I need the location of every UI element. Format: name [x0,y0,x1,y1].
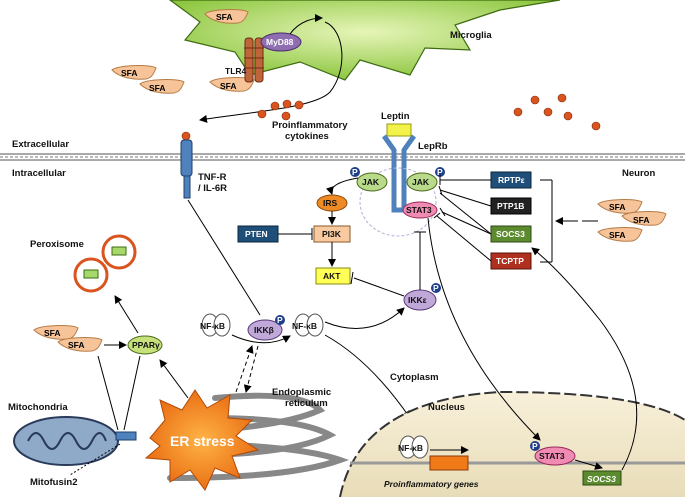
svg-text:PI3K: PI3K [322,229,342,239]
cell-membrane [0,153,685,161]
pten: PTEN [237,225,279,243]
sfa-molecule: SFA [111,65,157,80]
svg-text:SFA: SFA [633,215,650,225]
tnf-receptor: TNF-R / IL-6R [180,139,227,199]
sfa-molecule: SFA [597,199,643,214]
regulator-inhibitions [433,175,492,262]
jak-right: JAK P [406,167,445,192]
svg-text:SFA: SFA [609,202,626,212]
svg-text:NF-κB: NF-κB [200,321,225,331]
svg-text:P: P [352,167,358,177]
tlr4-receptor: TLR4 [225,37,264,83]
proinflammatory-genes: Proinflammatory genes [384,455,479,489]
sfa-molecule: SFA [139,79,185,94]
er-label-1: Endoplasmic [272,387,331,398]
sfa-molecule: SFA [209,77,255,92]
mitofusin2-label: Mitofusin2 [30,477,78,488]
tcptp: TCPTP [490,252,532,270]
svg-text:TNF-R: TNF-R [198,172,227,183]
svg-text:Leptin: Leptin [381,111,410,122]
svg-text:IRS: IRS [323,198,338,208]
myd88: MyD88 [260,32,302,52]
ptp1b: PTP1B [490,197,532,215]
nfkb-right: NF-κB [292,313,324,337]
svg-text:P: P [532,441,538,451]
svg-text:SFA: SFA [220,81,237,91]
svg-text:LepRb: LepRb [418,141,448,152]
svg-text:STAT3: STAT3 [539,451,565,461]
leprb-receptor: LepRb [381,134,448,213]
cytoplasm-label: Cytoplasm [390,372,439,383]
mitofusin2 [115,431,137,441]
svg-text:SOCS3: SOCS3 [496,229,525,239]
nfkb-nucleus: NF-κB [398,435,429,459]
extracellular-label: Extracellular [12,139,69,150]
leptin: Leptin [381,111,412,137]
svg-text:PTEN: PTEN [245,229,268,239]
intracellular-label: Intracellular [12,168,66,179]
peroxisome-label: Peroxisome [30,239,84,250]
svg-text:NF-κB: NF-κB [292,321,317,331]
cytokine-dots [181,93,601,141]
svg-text:STAT3: STAT3 [406,205,432,215]
neuron-label: Neuron [622,168,655,179]
mitochondria [13,416,119,466]
stat3-membrane: STAT3 [402,201,438,219]
er-label-2: reticulum [285,398,328,409]
svg-text:JAK: JAK [412,177,430,187]
nucleus-label: Nucleus [428,402,465,413]
svg-text:IKKε: IKKε [408,295,427,305]
svg-text:Proinflammatory genes: Proinflammatory genes [384,479,479,489]
svg-text:SFA: SFA [609,230,626,240]
microglia-cell: Microglia [168,0,561,81]
socs3-gene: SOCS3 [582,470,622,486]
nfkb-left: NF-κB [200,313,231,337]
svg-text:IKKβ: IKKβ [254,325,274,335]
peroxisome [73,234,137,293]
svg-text:SOCS3: SOCS3 [587,474,616,484]
svg-text:PPARγ: PPARγ [132,340,160,350]
akt: AKT [315,267,351,285]
svg-text:PTP1B: PTP1B [497,201,524,211]
svg-text:AKT: AKT [323,271,341,281]
svg-text:NF-κB: NF-κB [398,443,423,453]
cytokines-label-2: cytokines [285,131,329,142]
sfa-molecule: SFA [33,325,79,340]
svg-text:SFA: SFA [216,12,233,22]
socs3: SOCS3 [490,225,532,243]
microglia-label: Microglia [450,30,492,41]
mitochondria-label: Mitochondria [8,402,68,413]
svg-text:SFA: SFA [44,328,61,338]
ikke: IKKε P [403,283,441,311]
svg-text:/ IL-6R: / IL-6R [198,183,227,194]
sfa-molecule: SFA [204,9,249,24]
pi3k: PI3K [313,225,351,243]
svg-text:JAK: JAK [362,177,380,187]
er-stress-burst: ER stress [144,389,260,491]
svg-text:ER stress: ER stress [170,433,235,449]
svg-text:P: P [277,315,283,325]
jak-left: JAK P [350,167,388,192]
svg-text:P: P [437,167,443,177]
rptpe: RPTPε [490,171,532,189]
cytokines-label-1: Proinflammatory [272,120,348,131]
svg-text:RPTPε: RPTPε [498,175,525,185]
svg-text:SFA: SFA [149,83,166,93]
sfa-molecule: SFA [597,227,643,242]
svg-text:P: P [433,283,439,293]
sfa-molecule: SFA [57,337,103,352]
svg-text:SFA: SFA [121,68,138,78]
svg-text:TCPTP: TCPTP [496,256,524,266]
regulator-bracket [540,179,578,263]
ppar: PPARγ [127,335,163,355]
stat3-nucleus: STAT3 P [530,441,576,466]
svg-text:SFA: SFA [68,340,85,350]
irs: IRS [316,194,348,212]
svg-text:MyD88: MyD88 [266,37,294,47]
sfa-molecule: SFA [621,211,667,226]
tlr4-label: TLR4 [225,66,247,76]
ikkb: IKKβ P [247,315,285,341]
